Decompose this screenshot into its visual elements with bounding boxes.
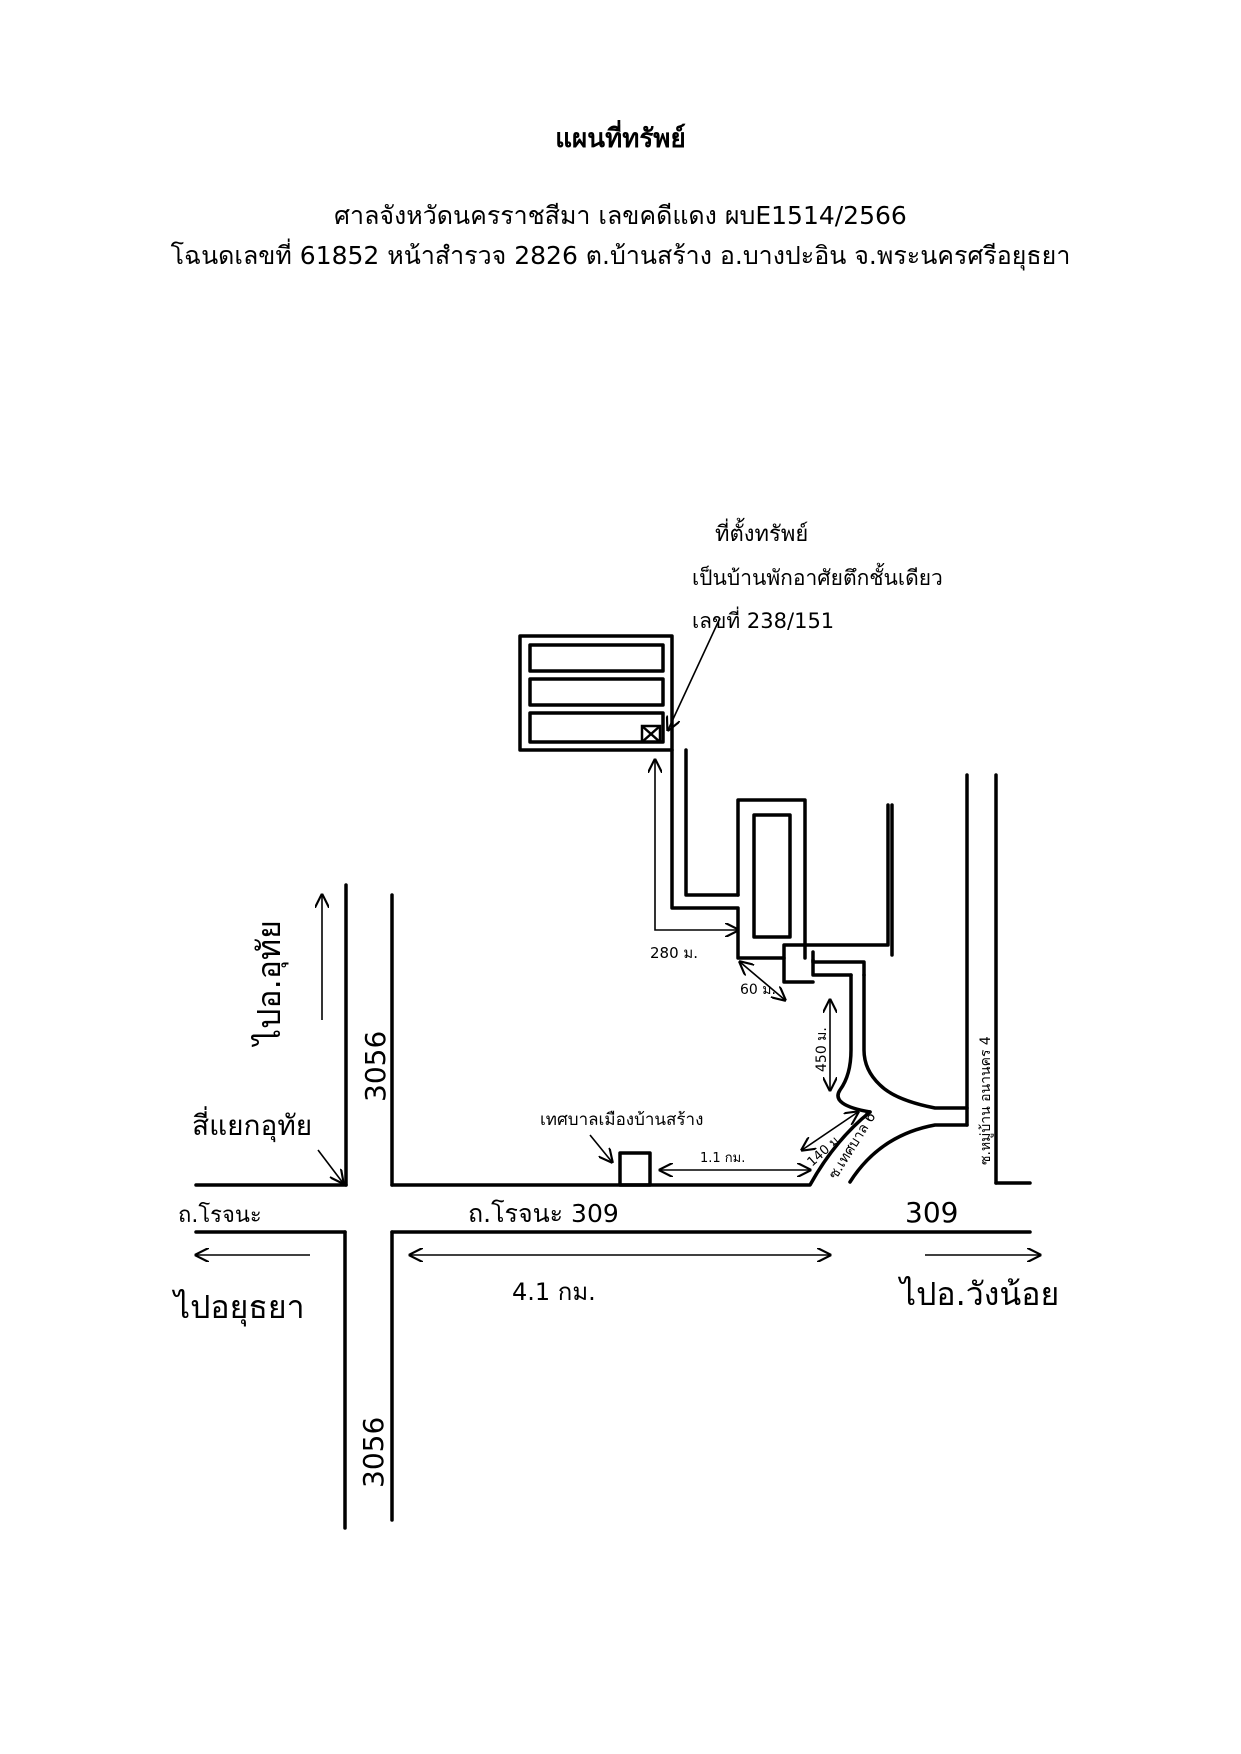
dist-60-arrow [740, 962, 785, 1000]
to-ayutthaya-label: ไปอยุธยา [171, 1288, 305, 1327]
dist-60-label: 60 ม. [740, 982, 776, 998]
house-row-1 [528, 643, 665, 673]
to-uthai-label: ไปอ.อุทัย [250, 920, 289, 1048]
deed-info-line: โฉนดเลขที่ 61852 หน้าสำรวจ 2826 ต.บ้านสร… [170, 241, 1071, 270]
dist-280-arrow [655, 760, 738, 930]
property-location-marker [640, 724, 662, 744]
soi-thesaban6-west-edge [836, 973, 872, 1114]
house-row-3 [528, 711, 665, 744]
property-label-line3: เลขที่ 238/151 [692, 606, 834, 633]
municipality-building [618, 1151, 652, 1187]
property-leader-line [668, 617, 721, 730]
house-row-2 [528, 677, 665, 707]
soi-moo-ban-label: ซ.หมู่บ้าน อนานคร 4 [978, 1036, 994, 1165]
property-label-line2: เป็นบ้านพักอาศัยตึกชั้นเดียว [692, 563, 943, 590]
dist-450-label: 450 ม. [814, 1027, 830, 1072]
page-title: แผนที่ทรัพย์ [555, 124, 686, 154]
road-rojana-309-label: ถ.โรจนะ 309 [468, 1199, 619, 1228]
soi-thesaban6-east-edge [862, 973, 969, 1110]
dist-4-1-label: 4.1 กม. [512, 1278, 596, 1306]
dist-280-label: 280 ม. [650, 944, 698, 962]
dist-1-1-label: 1.1 กม. [700, 1151, 745, 1166]
municipality-label: เทศบาลเมืองบ้านสร้าง [540, 1110, 703, 1130]
junction-label: สี่แยกอุทัย [192, 1106, 312, 1143]
to-wang-noi-label: ไปอ.วังน้อย [897, 1275, 1059, 1313]
house-row-block [518, 634, 674, 752]
alley-inner-edge [684, 748, 740, 897]
road-309-east-label: 309 [905, 1196, 958, 1229]
alley-right-branch [782, 803, 890, 960]
dist-140-arrow [802, 1112, 858, 1150]
road-3056-south-label: 3056 [357, 1417, 390, 1488]
court-case-line: ศาลจังหวัดนครราชสีมา เลขคดีแดง ผบE1514/2… [334, 201, 907, 230]
road-rojana-west-label: ถ.โรจนะ [178, 1202, 262, 1228]
municipality-leader-arrow [589, 1134, 612, 1162]
soi-branch-south-edge [811, 958, 866, 977]
alley-block-east [736, 798, 807, 960]
road-3056-north-label: 3056 [359, 1031, 392, 1102]
road-309-north-east-edge [848, 1123, 969, 1184]
junction-leader-arrow [317, 1149, 343, 1183]
building-block [752, 813, 792, 939]
property-label-line1: ที่ตั้งทรัพย์ [715, 518, 808, 547]
